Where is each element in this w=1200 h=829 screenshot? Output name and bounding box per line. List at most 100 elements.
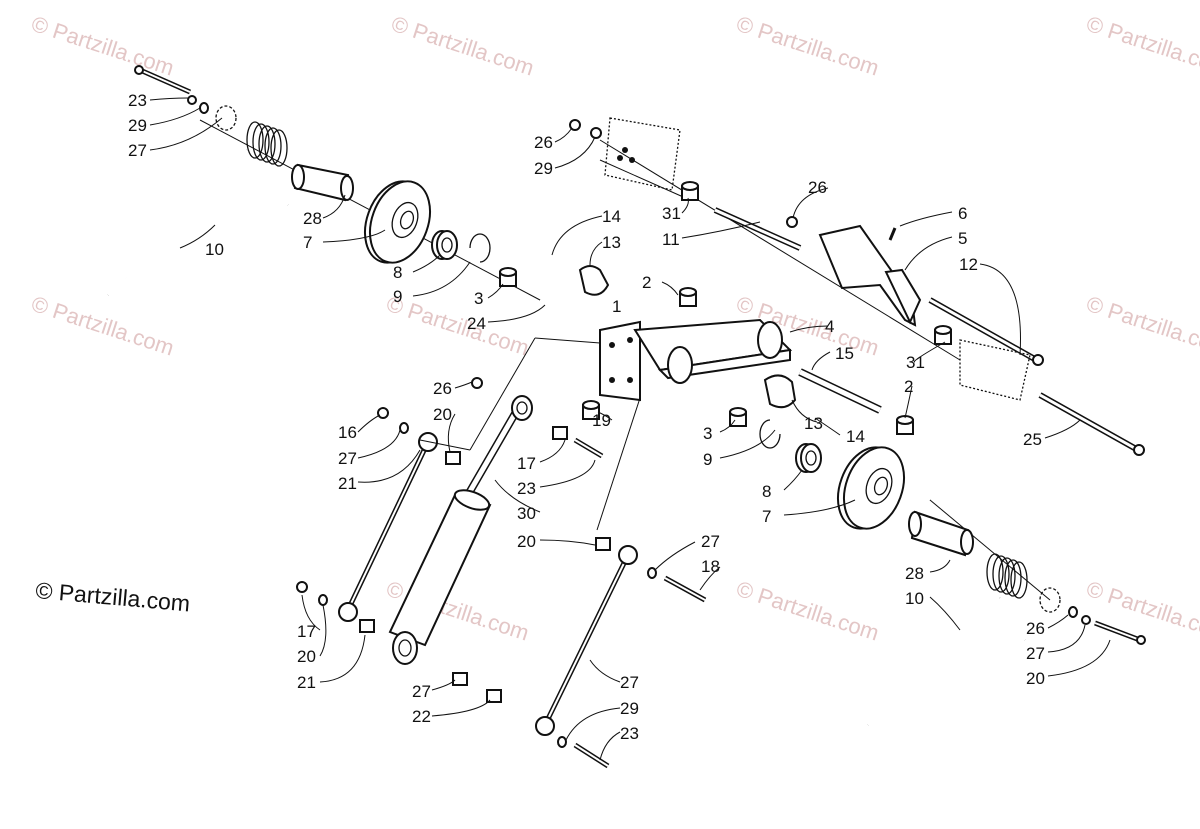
callout-label: 20 bbox=[433, 405, 452, 424]
left-bearing bbox=[431, 230, 458, 260]
watermark-text: © Partzilla.com bbox=[383, 291, 532, 361]
watermark-text: © Partzilla.com bbox=[733, 11, 882, 81]
callout-label: 28 bbox=[905, 564, 924, 583]
callout-label: 12 bbox=[959, 255, 978, 274]
callout-label: 7 bbox=[303, 233, 312, 252]
callout-label: 31 bbox=[906, 353, 925, 372]
callout-label: 16 bbox=[338, 423, 357, 442]
right-idler-wheel bbox=[837, 446, 905, 530]
callout-label: 19 bbox=[592, 411, 611, 430]
callout-label: 14 bbox=[846, 427, 865, 446]
watermark-text: © Partzilla.com bbox=[388, 11, 537, 81]
left-spacer-tube bbox=[291, 163, 354, 202]
top-hardware bbox=[569, 117, 802, 251]
shock-construction-lines bbox=[419, 337, 641, 531]
right-link-rod bbox=[535, 545, 638, 736]
left-idler-wheel bbox=[364, 180, 431, 264]
right-bushing-3 bbox=[729, 407, 747, 427]
bushing-19 bbox=[582, 400, 600, 420]
callout-label: 3 bbox=[703, 424, 712, 443]
watermark-text: © Partzilla.com bbox=[1083, 291, 1200, 361]
top-left-hardware bbox=[134, 65, 237, 131]
callout-label: 14 bbox=[602, 207, 621, 226]
callout-label: 27 bbox=[128, 141, 147, 160]
callout-label: 8 bbox=[762, 482, 771, 501]
shock-absorber bbox=[388, 395, 533, 665]
rod bbox=[798, 368, 882, 414]
watermark-text: © Partzilla.com bbox=[1083, 11, 1200, 81]
callout-label: 20 bbox=[297, 647, 316, 666]
callout-label: 17 bbox=[517, 454, 536, 473]
callout-label: 23 bbox=[517, 479, 536, 498]
rail-bracket bbox=[818, 224, 1044, 366]
left-snap-ring bbox=[469, 233, 491, 263]
right-bearing bbox=[795, 443, 822, 473]
callout-label: 15 bbox=[835, 344, 854, 363]
left-bushing bbox=[499, 267, 517, 287]
callout-label: 26 bbox=[1026, 619, 1045, 638]
callout-label: 11 bbox=[662, 230, 680, 249]
callout-label: 21 bbox=[338, 474, 357, 493]
right-snap-ring bbox=[759, 419, 781, 449]
right-spacer-tube bbox=[908, 510, 974, 557]
callout-label: 21 bbox=[297, 673, 316, 692]
callout-label: 4 bbox=[825, 317, 834, 336]
left-torsion-spring bbox=[106, 121, 290, 297]
callout-label: 26 bbox=[534, 133, 553, 152]
callout-label: 27 bbox=[412, 682, 431, 701]
callout-label: 20 bbox=[1026, 669, 1045, 688]
callout-label: 5 bbox=[958, 229, 967, 248]
callout-label: 23 bbox=[620, 724, 639, 743]
callout-label: 7 bbox=[762, 507, 771, 526]
callout-label: 3 bbox=[474, 289, 483, 308]
callout-label: 29 bbox=[620, 699, 639, 718]
callout-label: 27 bbox=[1026, 644, 1045, 663]
callout-label: 26 bbox=[433, 379, 452, 398]
right-torsion-spring bbox=[866, 553, 1028, 727]
right-bushing-31 bbox=[934, 325, 952, 345]
top-bushing-31 bbox=[681, 181, 699, 201]
pivot-arm bbox=[599, 318, 793, 402]
drawing bbox=[106, 65, 1146, 769]
callout-label: 1 bbox=[612, 297, 621, 316]
callout-label: 10 bbox=[205, 240, 224, 259]
right-bushing-2 bbox=[896, 415, 914, 435]
copyright-text: © Partzilla.com bbox=[35, 577, 192, 616]
left-link-rod bbox=[338, 432, 438, 622]
callout-label: 29 bbox=[534, 159, 553, 178]
callout-label: 17 bbox=[297, 622, 316, 641]
callout-label: 25 bbox=[1023, 430, 1042, 449]
bottom-bumper bbox=[763, 374, 797, 409]
top-bushing-2 bbox=[679, 287, 697, 307]
callout-label: 2 bbox=[904, 377, 913, 396]
callout-label: 27 bbox=[620, 673, 639, 692]
callout-label: 23 bbox=[128, 91, 147, 110]
watermark-text: © Partzilla.com bbox=[28, 291, 177, 361]
callout-label: 13 bbox=[602, 233, 621, 252]
callout-label: 9 bbox=[393, 287, 402, 306]
callout-label: 10 bbox=[905, 589, 924, 608]
leader-lines bbox=[149, 97, 1111, 761]
watermark-text: © Partzilla.com bbox=[28, 11, 177, 81]
callout-label: 27 bbox=[701, 532, 720, 551]
callout-label: 24 bbox=[467, 314, 486, 333]
callout-label: 30 bbox=[517, 504, 536, 523]
top-bumper bbox=[578, 265, 610, 296]
right-rail bbox=[959, 339, 1031, 401]
watermark-text: © Partzilla.com bbox=[733, 576, 882, 646]
callout-label: 8 bbox=[393, 263, 402, 282]
callout-label: 20 bbox=[517, 532, 536, 551]
long-bolt bbox=[1038, 392, 1145, 456]
callout-label: 29 bbox=[128, 116, 147, 135]
bottom-right-hardware bbox=[1039, 587, 1146, 645]
callout-label: 2 bbox=[642, 273, 651, 292]
callout-label: 6 bbox=[958, 204, 967, 223]
callout-label: 31 bbox=[662, 204, 681, 223]
callout-label: 13 bbox=[804, 414, 823, 433]
shock-hardware bbox=[296, 377, 707, 769]
callout-label: 9 bbox=[703, 450, 712, 469]
callout-label: 26 bbox=[808, 178, 827, 197]
callout-label: 22 bbox=[412, 707, 431, 726]
